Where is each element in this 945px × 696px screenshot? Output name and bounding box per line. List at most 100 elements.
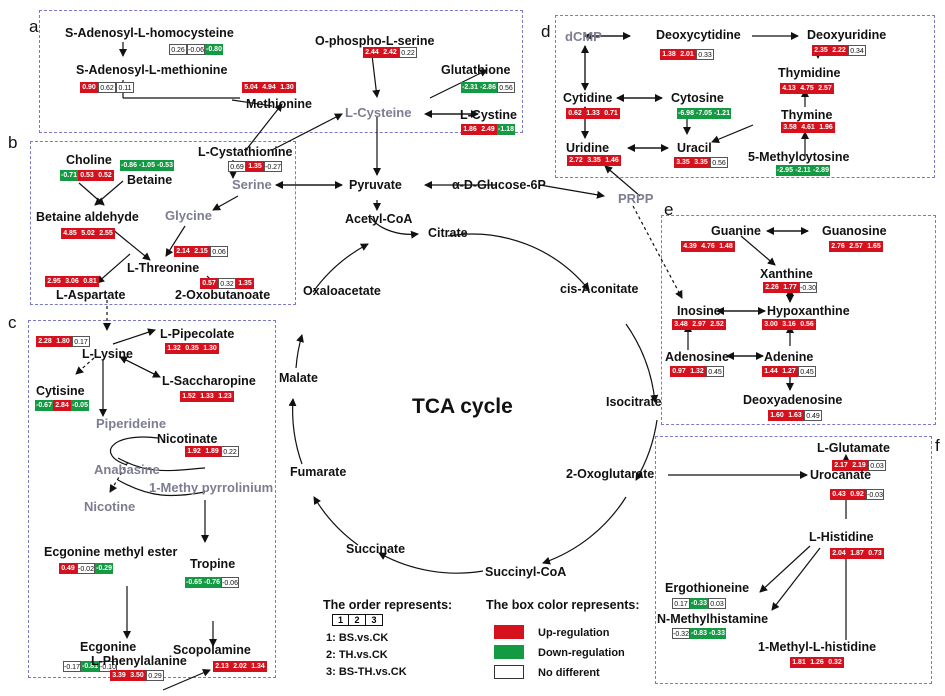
value-cell: -2.86 xyxy=(479,82,497,93)
value-cell: 2.13 xyxy=(213,661,231,672)
metabolite-cisaconitate: cis-Aconitate xyxy=(560,282,639,296)
metabolite-adenosine: Adenosine xyxy=(665,350,729,364)
metabolite-serine: Serine xyxy=(232,177,272,192)
metabolite-methylhistidine: 1-Methyl-L-histidine xyxy=(758,640,877,654)
value-cell: -7.05 xyxy=(695,108,713,119)
value-cell: 2.04 xyxy=(830,548,848,559)
value-cell: 1.96 xyxy=(817,122,835,133)
value-cell: -0.29 xyxy=(95,563,113,574)
value-cell: -0.10 xyxy=(99,661,117,672)
value-cell: -0.32 xyxy=(672,628,690,639)
value-cell: 4.13 xyxy=(780,83,798,94)
value-cell: 2.84 xyxy=(53,400,71,411)
value-cell: 1.52 xyxy=(180,391,198,402)
values-methylhistamine: -0.32-0.83-0.33 xyxy=(672,628,726,639)
value-cell: 2.42 xyxy=(381,47,399,58)
value-cell: -1.21 xyxy=(713,108,731,119)
order-legend-boxes: 1 2 3 xyxy=(332,614,383,626)
metabolite-deoxyadenosine: Deoxyadenosine xyxy=(743,393,843,407)
value-cell: 2.28 xyxy=(36,336,54,347)
metabolite-glutathione: Glutathione xyxy=(441,63,511,77)
value-cell: 3.58 xyxy=(781,122,799,133)
metabolite-anabasine: Anabasine xyxy=(94,462,160,477)
metabolite-methylcytosine: 5-Methylcytosine xyxy=(748,150,850,164)
value-cell: -0.83 xyxy=(690,628,708,639)
value-cell: 4.75 xyxy=(798,83,816,94)
value-cell: 0.56 xyxy=(798,319,816,330)
panel-a xyxy=(39,10,523,133)
metabolite-isocitrate: Isocitrate xyxy=(606,395,662,409)
metabolite-malate: Malate xyxy=(279,371,318,385)
value-cell: 1.30 xyxy=(201,343,219,354)
metabolite-succinylcoa: Succinyl-CoA xyxy=(485,565,567,579)
value-cell: 3.39 xyxy=(110,670,128,681)
panel-d xyxy=(555,15,935,178)
values-tropine: -0.65-0.76-0.06 xyxy=(185,577,239,588)
color-legend-title: The box color represents: xyxy=(486,598,640,612)
value-cell: 2.57 xyxy=(847,241,865,252)
value-cell: 1.63 xyxy=(786,410,804,421)
metabolite-betaine-aldehyde: Betaine aldehyde xyxy=(36,210,139,224)
value-cell: 0.33 xyxy=(696,49,714,60)
value-cell: 2.97 xyxy=(690,319,708,330)
value-cell: 2.55 xyxy=(97,228,115,239)
value-cell: 1.80 xyxy=(54,336,72,347)
value-cell: 2.95 xyxy=(45,276,63,287)
value-cell: 0.62 xyxy=(566,108,584,119)
value-cell: 1.33 xyxy=(198,391,216,402)
values-cytosine: -6.98-7.05-1.21 xyxy=(677,108,731,119)
value-cell: 0.56 xyxy=(497,82,515,93)
metabolite-guanine: Guanine xyxy=(711,224,762,238)
order-cell-3: 3 xyxy=(366,614,383,626)
value-cell: 0.90 xyxy=(80,82,98,93)
metabolite-guanosine: Guanosine xyxy=(822,224,887,238)
value-cell: 2.49 xyxy=(479,124,497,135)
panel-label-a: a xyxy=(29,17,39,36)
value-cell: 1.44 xyxy=(762,366,780,377)
value-cell: 1.33 xyxy=(584,108,602,119)
value-cell: 1.60 xyxy=(768,410,786,421)
order-item-2: 2: TH.vs.CK xyxy=(326,649,388,661)
metabolite-pipecolate: L-Pipecolate xyxy=(160,327,235,341)
metabolite-ecgonine-ester: Ecgonine methyl ester xyxy=(44,545,178,559)
metabolite-methylpyrrolinium: 1-Methy pyrrolinium xyxy=(149,480,274,495)
metabolite-pyruvate: Pyruvate xyxy=(349,178,402,192)
metabolite-tropine: Tropine xyxy=(190,557,236,571)
value-cell: 3.35 xyxy=(585,155,603,166)
value-cell: 1.92 xyxy=(185,446,203,457)
value-cell: 0.29 xyxy=(146,670,164,681)
value-cell: 0.81 xyxy=(81,276,99,287)
metabolite-xanthine: Xanthine xyxy=(760,267,813,281)
order-item-3: 3: BS-TH.vs.CK xyxy=(326,666,407,678)
metabolite-threonine: L-Threonine xyxy=(127,261,200,275)
value-cell: 3.06 xyxy=(63,276,81,287)
metabolite-methionine: Methionine xyxy=(246,97,312,111)
value-cell: 1.89 xyxy=(203,446,221,457)
value-cell: 3.35 xyxy=(674,157,692,168)
metabolite-saccharopine: L-Saccharopine xyxy=(162,374,256,388)
metabolite-cystathionine: L-Cystathionine xyxy=(198,145,293,159)
value-cell: 0.49 xyxy=(804,410,822,421)
metabolite-cytidine: Cytidine xyxy=(563,91,613,105)
value-cell: 1.26 xyxy=(808,657,826,668)
values-methylcytosine: -2.95-2.11-2.89 xyxy=(776,165,830,176)
value-cell: 1.27 xyxy=(780,366,798,377)
metabolite-thymine: Thymine xyxy=(781,108,833,122)
metabolite-cysteine: L-Cysteine xyxy=(345,105,412,120)
value-cell: 2.01 xyxy=(678,49,696,60)
tca-cycle-label: TCA cycle xyxy=(412,395,513,418)
panel-label-b: b xyxy=(8,133,18,152)
value-cell: 0.62 xyxy=(98,82,116,93)
